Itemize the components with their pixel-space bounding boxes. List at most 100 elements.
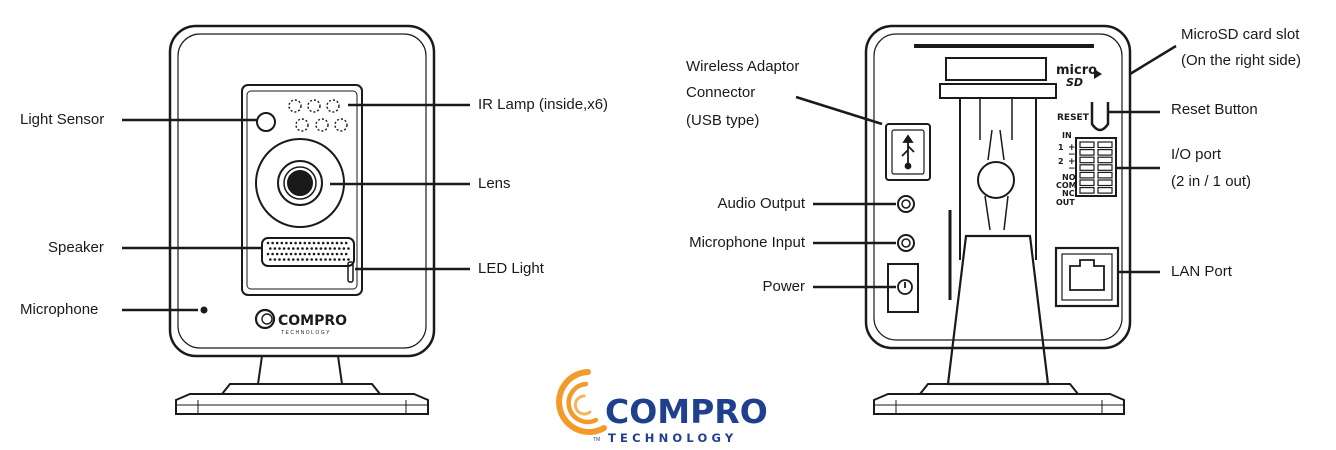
io-pin [1079, 156, 1095, 164]
micro-sd-logo: micro [1056, 63, 1097, 78]
power-icon [897, 279, 913, 295]
back-body-inner [873, 33, 1123, 341]
speaker-hole [298, 241, 302, 245]
io-in-label: IN [1062, 131, 1072, 140]
svg-text:−: − [1068, 164, 1076, 174]
label-ir-lamp: IR Lamp (inside,x6) [478, 96, 609, 113]
speaker-hole [338, 247, 341, 250]
speaker-hole [312, 252, 316, 256]
speaker-hole [315, 258, 318, 261]
speaker-hole [275, 241, 279, 245]
speaker-hole [296, 258, 300, 261]
brand-logo-sub: TECHNOLOGY [608, 431, 737, 445]
front-logo-sub: TECHNOLOGY [281, 330, 331, 336]
speaker-hole [328, 247, 332, 250]
usb-icon [901, 134, 915, 170]
label-speaker: Speaker [48, 239, 104, 256]
io-pin-screw [1097, 187, 1113, 194]
speaker-hole [294, 241, 297, 245]
speaker-hole [321, 252, 325, 256]
back-stand-base [917, 383, 1081, 395]
speaker-hole [282, 258, 286, 261]
brand-logo-tm: TM [593, 437, 600, 443]
back-callout-lines [795, 44, 1177, 289]
speaker-hole [287, 258, 291, 261]
speaker-hole [289, 252, 293, 256]
label-lan-port: LAN Port [1171, 263, 1232, 280]
io-out-label: OUT [1056, 198, 1075, 207]
speaker-hole [324, 247, 327, 250]
svg-text:+: + [1068, 157, 1076, 167]
micro-sd-arrow-icon [1094, 69, 1102, 79]
brand-logo-mark [556, 369, 607, 435]
speaker-hole [335, 241, 339, 245]
speaker-hole [335, 252, 339, 256]
label-wireless-line2: Connector [686, 84, 756, 101]
io-pin-screw [1097, 141, 1113, 149]
front-body-outer [168, 24, 436, 358]
io-com-label: COM [1056, 181, 1077, 190]
speaker-hole [269, 247, 272, 250]
lan-jack [1069, 259, 1105, 291]
speaker-hole [289, 241, 293, 245]
brand-swirl-mid [566, 381, 599, 425]
speaker-hole [292, 258, 295, 261]
front-callout-lines [122, 103, 470, 312]
speaker-hole [312, 241, 316, 245]
label-microsd-line2: (On the right side) [1181, 52, 1302, 69]
brand-logo-word: COMPRO [605, 392, 768, 431]
back-top-bracket [945, 57, 1047, 81]
speaker-hole [275, 252, 279, 256]
audio-output-jack [897, 195, 915, 213]
led-light-shape [347, 261, 354, 283]
speaker-hole [342, 258, 346, 261]
io-no-label: NO [1062, 173, 1076, 182]
label-audio-output: Audio Output [717, 195, 805, 212]
back-pivot [977, 161, 1015, 199]
label-io-line2: (2 in / 1 out) [1171, 173, 1252, 190]
label-microphone-input: Microphone Input [689, 234, 805, 251]
lens-mid-ring [277, 160, 323, 206]
speaker-hole [273, 258, 277, 261]
io-2-label: 2 [1058, 157, 1064, 166]
speaker-hole [280, 252, 284, 256]
microphone-input-jack [897, 234, 915, 252]
speaker-hole [321, 241, 325, 245]
speaker-hole [285, 241, 288, 245]
io-pin-screw [1097, 149, 1113, 156]
brand-swirl-outer [556, 369, 607, 435]
label-lens: Lens [478, 175, 511, 192]
io-pin [1079, 179, 1095, 187]
label-led-light: LED Light [478, 260, 544, 277]
speaker-hole [338, 258, 341, 261]
speaker-hole [269, 258, 272, 261]
front-faceplate-inner [246, 90, 358, 290]
speaker-hole [326, 241, 330, 245]
speaker-hole [285, 252, 288, 256]
front-camera [168, 24, 436, 415]
io-pin-screw [1097, 156, 1113, 164]
label-microsd-line1: MicroSD card slot [1181, 26, 1300, 43]
front-stand-foot [175, 393, 429, 415]
back-arm [959, 98, 1037, 260]
light-sensor-shape [256, 112, 276, 132]
io-pin-screw [1097, 164, 1113, 171]
speaker-grille [261, 237, 355, 267]
io-nc-label: NC [1062, 189, 1075, 198]
speaker-hole [340, 252, 343, 256]
io-pin-screw [1097, 179, 1113, 187]
ir-lamps [288, 99, 348, 132]
micro-sd-logo-sd: SD [1066, 76, 1083, 89]
label-microphone: Microphone [20, 301, 99, 318]
speaker-holes [266, 241, 350, 261]
front-logo-ring [254, 308, 276, 330]
speaker-hole [266, 241, 270, 245]
speaker-hole [319, 258, 323, 261]
speaker-hole [287, 247, 291, 250]
front-body-inner [177, 33, 427, 349]
speaker-hole [308, 241, 311, 245]
speaker-hole [328, 258, 332, 261]
speaker-hole [324, 258, 327, 261]
label-reset-button: Reset Button [1171, 101, 1258, 118]
